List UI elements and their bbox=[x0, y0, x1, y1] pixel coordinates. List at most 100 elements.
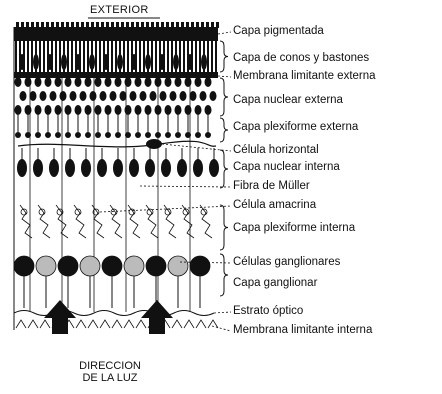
synapse bbox=[65, 132, 71, 138]
pigment-granule bbox=[16, 22, 19, 28]
nucleus bbox=[55, 77, 62, 87]
light-direction-caption: DIRECCION DE LA LUZ bbox=[40, 360, 180, 384]
pigment-granule bbox=[81, 22, 84, 28]
ganglion-cell bbox=[80, 256, 100, 276]
ganglion-cells bbox=[14, 256, 210, 308]
ganglion-cell bbox=[36, 256, 56, 276]
pigment-granule bbox=[181, 22, 184, 28]
nucleus bbox=[145, 77, 152, 87]
cone bbox=[131, 54, 137, 70]
pigment-texture bbox=[16, 22, 219, 28]
ganglion-cell bbox=[190, 256, 210, 276]
nucleus bbox=[135, 77, 142, 87]
bipolar-cell bbox=[193, 159, 203, 177]
pigment-granule bbox=[46, 22, 49, 28]
synapse bbox=[205, 132, 211, 138]
pigment-granule bbox=[101, 22, 104, 28]
brace bbox=[220, 118, 228, 142]
caption-line-1: DIRECCION bbox=[40, 360, 180, 372]
nucleus bbox=[200, 91, 207, 101]
synapse bbox=[35, 132, 41, 138]
membrane-foot bbox=[40, 320, 50, 328]
pigment-granule bbox=[116, 22, 119, 28]
nucleus bbox=[60, 91, 67, 101]
pigment-granule bbox=[121, 22, 124, 28]
label-plexiforme-interna: Capa plexiforme interna bbox=[233, 222, 355, 235]
nucleus bbox=[90, 91, 97, 101]
cone bbox=[47, 54, 53, 70]
pigment-granule bbox=[136, 22, 139, 28]
leader-line bbox=[140, 186, 231, 187]
nucleus bbox=[85, 105, 92, 115]
membrane-foot bbox=[28, 320, 38, 328]
brace bbox=[220, 254, 228, 296]
synapse bbox=[165, 132, 171, 138]
synapse bbox=[105, 132, 111, 138]
cone bbox=[201, 54, 207, 70]
pigment-granule bbox=[166, 22, 169, 28]
pigment-granule bbox=[206, 22, 209, 28]
pigment-granule bbox=[151, 22, 154, 28]
nucleus bbox=[45, 105, 52, 115]
pigment-granule bbox=[186, 22, 189, 28]
synapse bbox=[145, 132, 151, 138]
synapse bbox=[15, 132, 21, 138]
outer-plexiform-synapses bbox=[15, 132, 211, 138]
nucleus bbox=[15, 77, 22, 87]
cone bbox=[89, 54, 95, 70]
pigment-granule bbox=[71, 22, 74, 28]
cone bbox=[159, 54, 165, 70]
bipolar-cell bbox=[161, 159, 171, 177]
pigment-granule bbox=[216, 22, 219, 28]
bipolar-cell bbox=[49, 159, 59, 177]
label-membrana-interna: Membrana limitante interna bbox=[233, 324, 372, 337]
nucleus bbox=[165, 77, 172, 87]
label-celula-amacrina: Célula amacrina bbox=[233, 199, 316, 212]
pigment-granule bbox=[21, 22, 24, 28]
nucleus bbox=[195, 105, 202, 115]
nucleus bbox=[115, 105, 122, 115]
nucleus bbox=[35, 77, 42, 87]
pigment-granule bbox=[126, 22, 129, 28]
ganglion-cell bbox=[146, 256, 166, 276]
outer-nuclear-cells bbox=[15, 77, 217, 132]
exterior-title: EXTERIOR bbox=[90, 4, 149, 16]
membrane-foot bbox=[76, 320, 86, 328]
pigment-granule bbox=[86, 22, 89, 28]
pigment-granule bbox=[146, 22, 149, 28]
bipolar-cell bbox=[145, 159, 155, 177]
pigment-granule bbox=[171, 22, 174, 28]
pigment-granule bbox=[91, 22, 94, 28]
caption-line-2: DE LA LUZ bbox=[40, 372, 180, 384]
pigment-granule bbox=[31, 22, 34, 28]
nucleus bbox=[190, 91, 197, 101]
nucleus bbox=[85, 77, 92, 87]
pigment-granule bbox=[106, 22, 109, 28]
pigment-granule bbox=[191, 22, 194, 28]
membrane-foot bbox=[124, 320, 134, 328]
membrane-foot bbox=[196, 320, 206, 328]
pigment-granule bbox=[36, 22, 39, 28]
ganglion-cell bbox=[168, 256, 188, 276]
nucleus bbox=[160, 91, 167, 101]
pigment-layer bbox=[14, 27, 218, 41]
nucleus bbox=[185, 105, 192, 115]
nucleus bbox=[65, 105, 72, 115]
nucleus bbox=[75, 105, 82, 115]
bipolar-cell bbox=[177, 159, 187, 177]
cone bbox=[33, 54, 39, 70]
pigment-granule bbox=[131, 22, 134, 28]
leader-line bbox=[218, 32, 231, 34]
nucleus bbox=[115, 77, 122, 87]
nucleus bbox=[210, 91, 217, 101]
nucleus bbox=[205, 77, 212, 87]
nucleus bbox=[35, 105, 42, 115]
nucleus bbox=[185, 77, 192, 87]
synapse bbox=[85, 132, 91, 138]
label-capa-pigmentada: Capa pigmentada bbox=[233, 25, 324, 38]
nucleus bbox=[175, 77, 182, 87]
inner-limiting-membrane bbox=[16, 320, 218, 328]
inner-nuclear-cells bbox=[17, 148, 219, 177]
nucleus bbox=[80, 91, 87, 101]
